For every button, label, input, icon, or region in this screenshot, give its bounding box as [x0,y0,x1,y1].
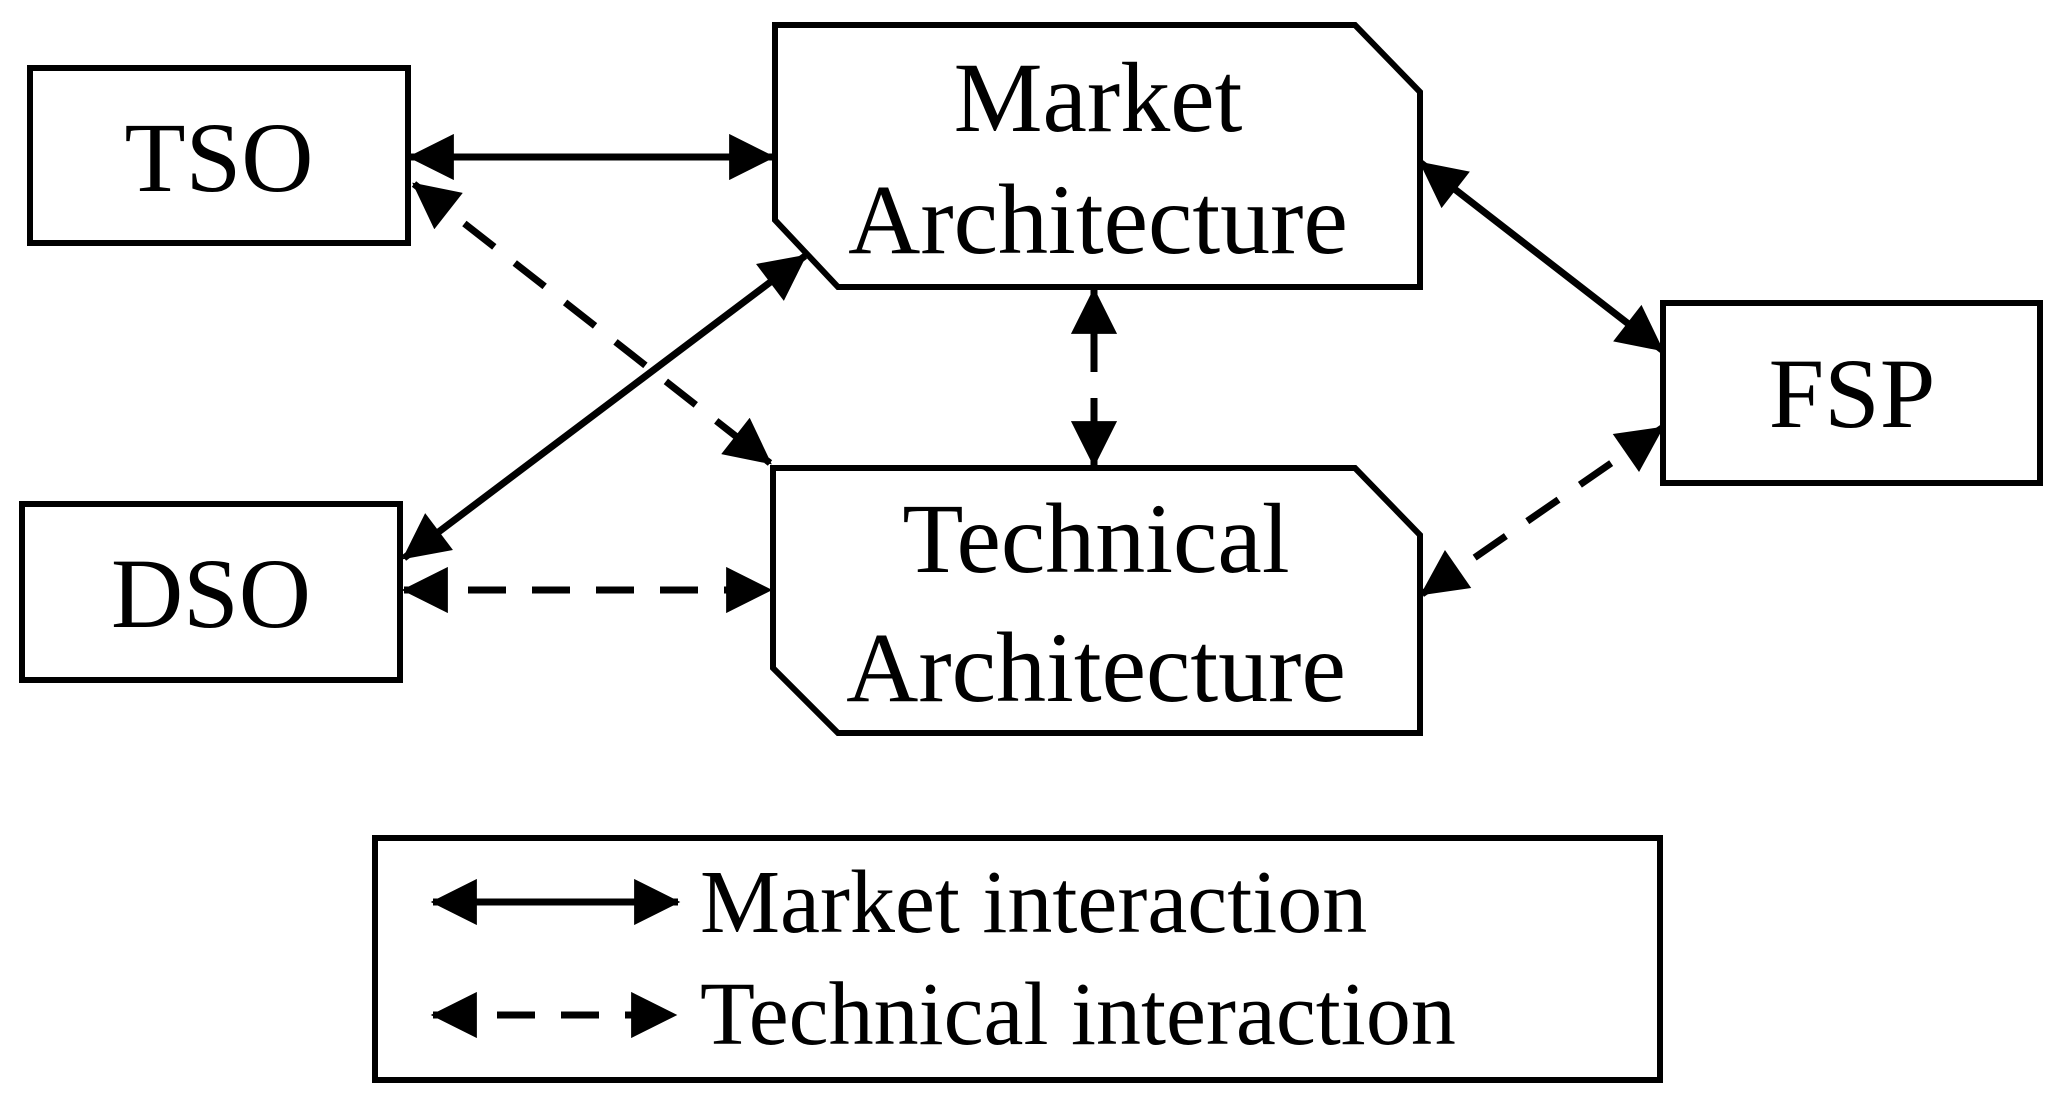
node-fsp-label: FSP [1769,338,1936,449]
node-technical-architecture-label-line1: Technical [902,483,1289,594]
legend-box [372,835,1663,1083]
node-tso-box [27,65,411,246]
node-market-architecture-label-line1: Market [954,42,1243,153]
node-technical-architecture-box [770,465,1423,736]
legend-item-technical-interaction: Technical interaction [700,965,1456,1064]
edge-market-fsp-solid [1418,160,1665,353]
node-market-architecture-box [772,22,1423,290]
legend-item-market-interaction: Market interaction [700,853,1367,952]
node-dso-box [19,501,403,683]
node-tso-label: TSO [125,102,314,213]
edge-dso-market-solid [401,253,808,561]
node-technical-architecture-label-line2: Architecture [846,612,1346,723]
edge-technical-fsp-dashed [1420,425,1664,597]
node-dso-label: DSO [111,538,311,649]
node-fsp-box [1660,300,2043,486]
node-market-architecture-label-line2: Architecture [848,164,1348,275]
